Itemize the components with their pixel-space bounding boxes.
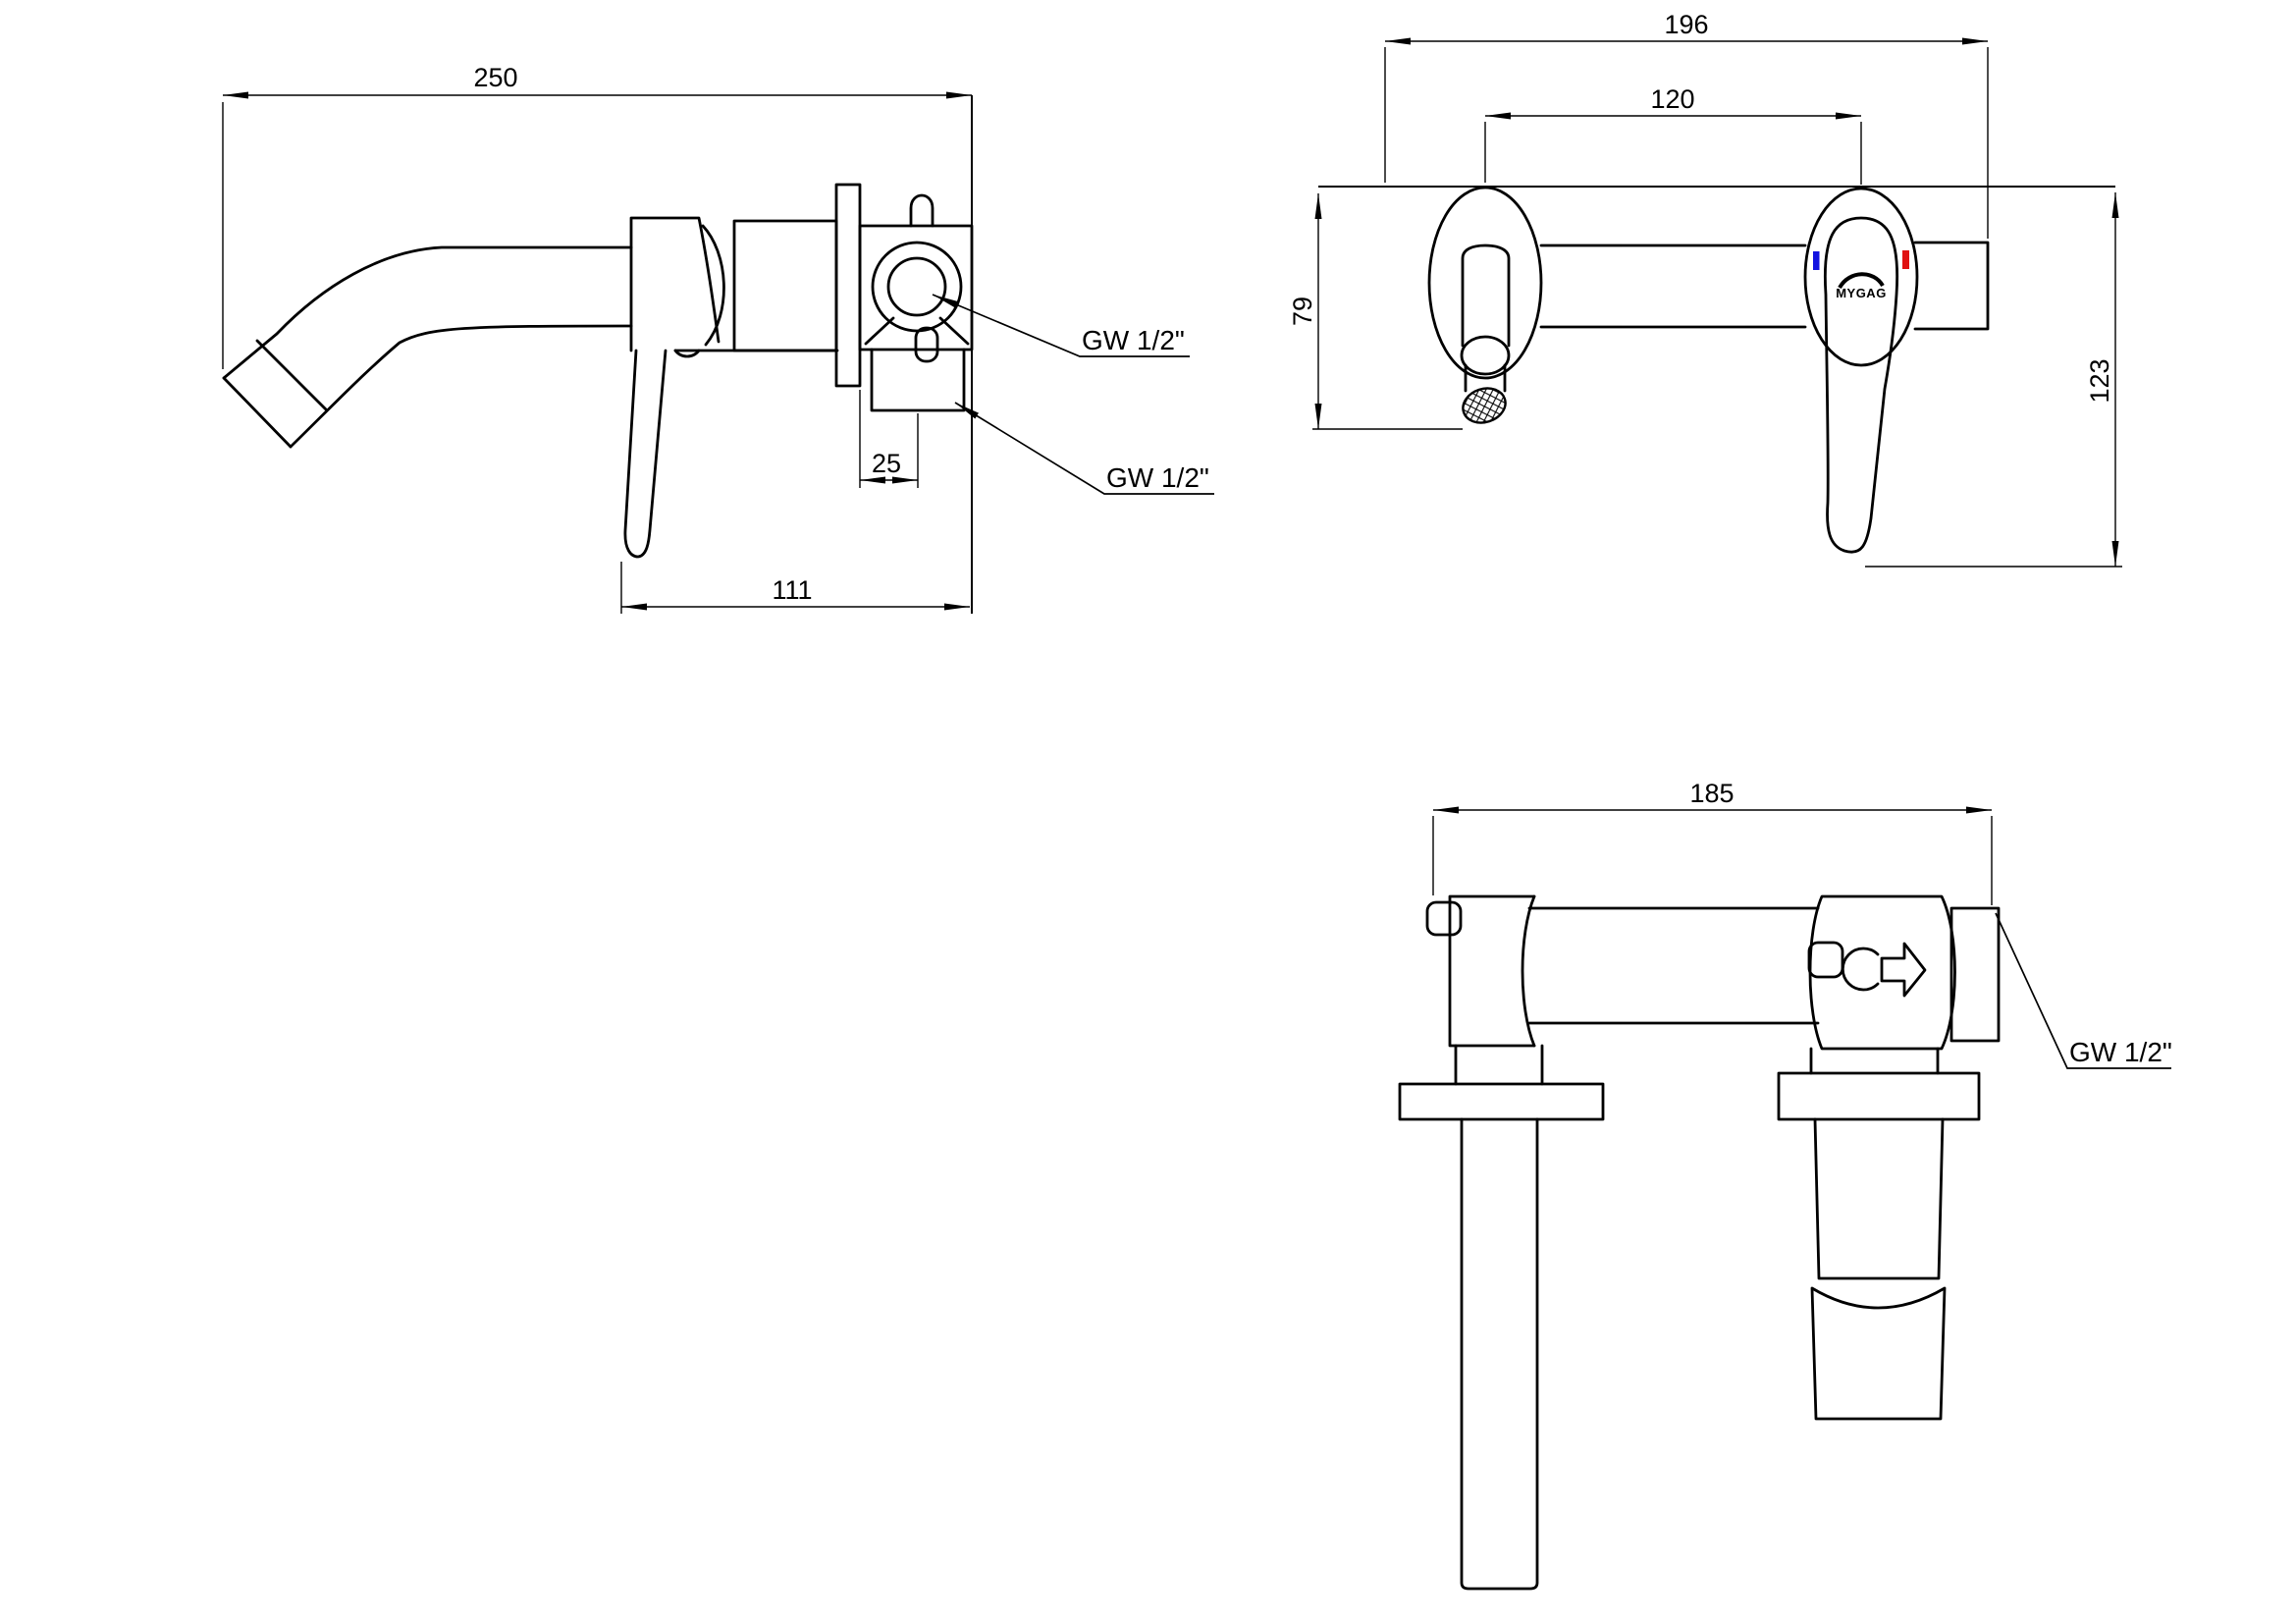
spout-bottom-edge: [289, 324, 633, 449]
rotation-symbol: [1841, 947, 1880, 992]
handle-end-top-view: [1810, 1286, 1947, 1421]
cartridge-nub: [1807, 941, 1844, 979]
spout-plate-top-view: [1398, 1082, 1605, 1121]
dim-text-120: 120: [1650, 84, 1694, 114]
spout-tip-face: [222, 376, 293, 449]
lever-pivot-arc: [673, 349, 701, 358]
top-view: 185 GW 1/2": [1398, 779, 2172, 1591]
spout-escutcheon: [1427, 186, 1543, 380]
side-bracket: [1913, 241, 1990, 331]
handle-plate-top-view: [1777, 1071, 1981, 1121]
left-block-curve: [1521, 894, 1536, 1048]
dim-text-196: 196: [1664, 10, 1708, 39]
hot-indicator: [1902, 250, 1909, 269]
cold-indicator: [1813, 251, 1820, 270]
spout-top-edge: [222, 245, 633, 380]
spout-lower-tube: [1464, 363, 1507, 393]
dim-text-111: 111: [772, 575, 812, 605]
pin-slot: [914, 326, 939, 363]
label-outlet-thread: GW 1/2": [1106, 462, 1209, 493]
right-step: [1809, 1047, 1940, 1075]
label-inlet-thread: GW 1/2": [1082, 325, 1185, 355]
dim-text-25: 25: [872, 449, 901, 478]
handle-base-top-view: [1813, 1117, 1945, 1280]
dim-text-250: 250: [473, 63, 517, 92]
inlet-circle-outer: [871, 241, 963, 333]
spout-joint-line: [255, 339, 328, 411]
handle-front-silhouette: [1823, 216, 1899, 554]
spout-tube-top-view: [1460, 1117, 1539, 1591]
spout-front-tube: [1461, 244, 1511, 348]
dim-text-79: 79: [1288, 297, 1317, 326]
dim-text-185: 185: [1689, 779, 1734, 808]
side-view: 250 25 111 GW 1/2": [222, 63, 1214, 614]
label-thread-top-view: GW 1/2": [2069, 1037, 2172, 1067]
handle-head: [629, 216, 721, 352]
leader-inlet-thread: [932, 294, 1190, 357]
chamfer-line-right: [938, 316, 970, 346]
chamfer-line-left: [864, 316, 895, 346]
handle-escutcheon: [1803, 187, 1919, 367]
flow-arrow-symbol: [1880, 942, 1927, 998]
adapter-body: [732, 219, 838, 352]
aerator-crosshatch: [1462, 387, 1507, 424]
left-nub: [1425, 900, 1463, 937]
end-cap: [1949, 906, 2001, 1043]
left-step: [1454, 1044, 1544, 1086]
outlet-neck: [870, 348, 966, 412]
inlet-circle-inner: [886, 256, 947, 317]
logo-text: MYGAG: [1836, 286, 1887, 300]
left-block: [1448, 894, 1536, 1048]
handle-lever: [623, 349, 667, 559]
dim-text-123: 123: [2085, 358, 2114, 403]
spout-joint-ellipse: [1460, 335, 1511, 376]
mounting-flange: [834, 183, 862, 388]
top-nub: [909, 193, 934, 228]
leader-outlet-thread: [954, 402, 1214, 495]
logo-swoosh: [1838, 272, 1885, 290]
front-view: 196 120 79 123 MYGAG: [1288, 10, 2122, 568]
leader-thread-top-view: [1995, 912, 2171, 1069]
ball-joint-arc: [701, 224, 725, 347]
